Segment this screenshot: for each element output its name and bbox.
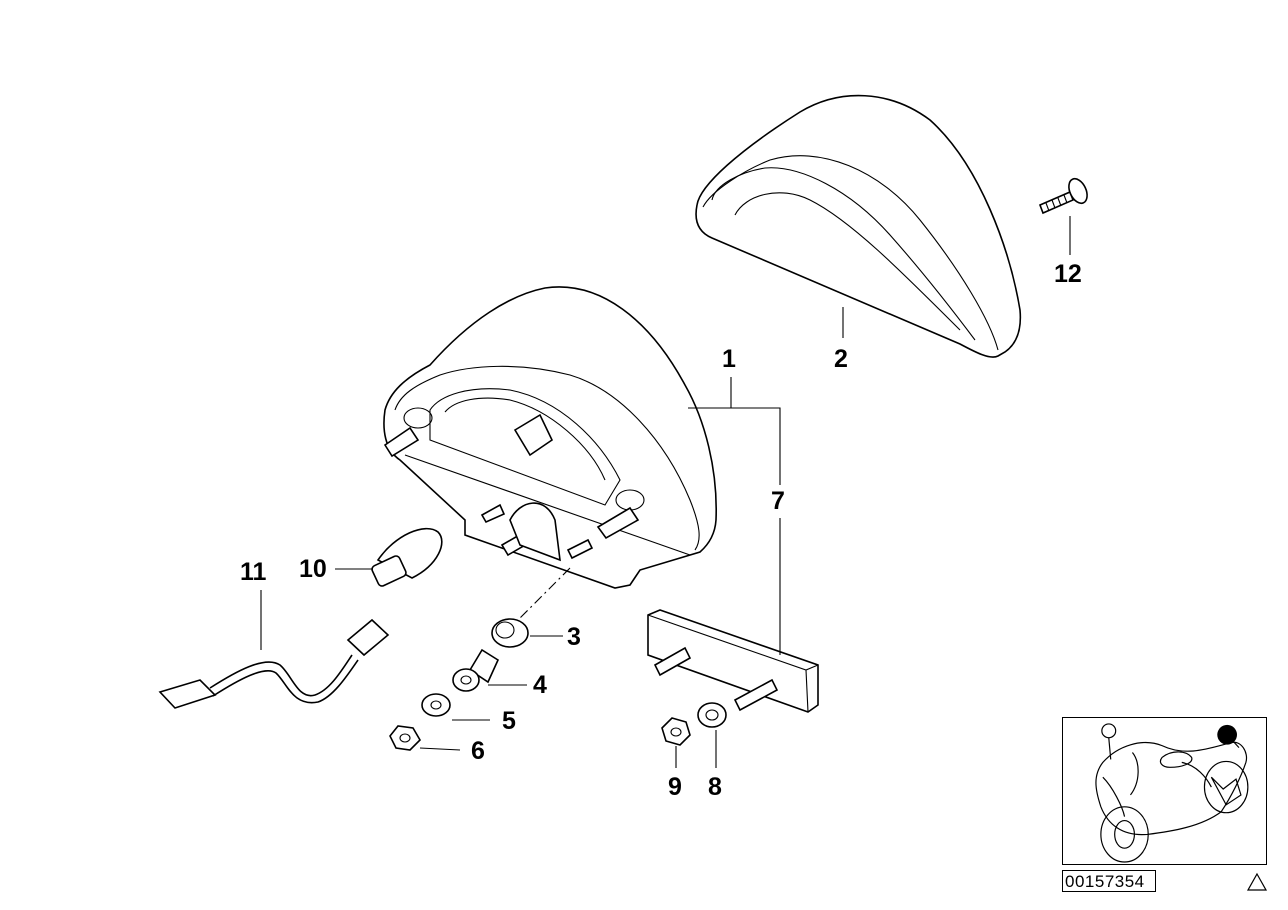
nut-part-9[interactable] bbox=[661, 717, 691, 746]
diagram-id-label: 00157354 bbox=[1062, 870, 1156, 892]
nut-part-6[interactable] bbox=[389, 725, 422, 751]
callout-1: 1 bbox=[722, 345, 736, 373]
callout-9: 9 bbox=[668, 773, 682, 801]
callout-11: 11 bbox=[240, 558, 267, 586]
sleeve-part-4[interactable] bbox=[452, 648, 500, 692]
lens-cover-part[interactable] bbox=[695, 94, 1022, 358]
grommet-part-3[interactable] bbox=[491, 618, 529, 648]
callout-12: 12 bbox=[1054, 260, 1082, 288]
callout-7: 7 bbox=[771, 487, 785, 515]
leader-lines bbox=[260, 216, 1071, 768]
washer-part-5[interactable] bbox=[421, 693, 451, 717]
motorcycle-location-thumbnail bbox=[1062, 717, 1267, 865]
reflector-plate-part[interactable] bbox=[647, 609, 819, 713]
callout-6: 6 bbox=[471, 737, 485, 765]
warning-triangle-icon bbox=[1246, 872, 1268, 891]
callout-3: 3 bbox=[567, 623, 581, 651]
callout-10: 10 bbox=[299, 555, 327, 583]
callout-2: 2 bbox=[834, 345, 848, 373]
callout-8: 8 bbox=[708, 773, 722, 801]
callout-5: 5 bbox=[502, 707, 516, 735]
washer-part-8[interactable] bbox=[697, 702, 727, 728]
bulb-part[interactable] bbox=[371, 527, 443, 588]
tail-light-housing-part[interactable] bbox=[383, 286, 717, 589]
wire-harness-part[interactable] bbox=[158, 618, 390, 709]
screw-part[interactable] bbox=[1038, 176, 1091, 215]
callout-4: 4 bbox=[533, 671, 547, 699]
